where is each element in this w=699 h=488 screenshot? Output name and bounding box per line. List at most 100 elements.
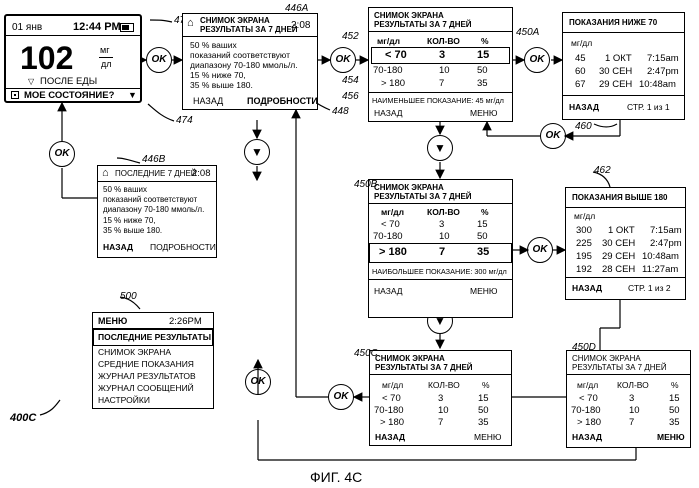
- menu-screen-500: МЕНЮ 2:26PM ПОСЛЕДНИЕ РЕЗУЛЬТАТЫ СНИМОК …: [92, 312, 214, 409]
- down-triangle-icon[interactable]: ▼: [128, 91, 137, 100]
- summary-screen-450d-frame: СНИМОК ЭКРАНА РЕЗУЛЬТАТЫ ЗА 7 ДНЕЙ мг/дл…: [566, 350, 691, 448]
- back-button[interactable]: НАЗАД: [103, 243, 133, 252]
- back-button[interactable]: НАЗАД: [375, 433, 405, 442]
- summary-subtitle: РЕЗУЛЬТАТЫ ЗА 7 ДНЕЙ: [572, 364, 667, 372]
- text-line-5: 35 % выше 180.: [103, 227, 162, 235]
- menu-title: МЕНЮ: [98, 317, 127, 326]
- down-button-2[interactable]: ▼: [427, 135, 453, 161]
- page-indicator: СТР. 1 из 1: [627, 103, 670, 112]
- menu-button[interactable]: МЕНЮ: [470, 287, 497, 296]
- down-button-1[interactable]: ▼: [244, 139, 270, 165]
- summary-title: СНИМОК ЭКРАНА: [375, 355, 445, 363]
- header-rule: [183, 36, 317, 37]
- below-70-screen: ПОКАЗАНИЯ НИЖЕ 70 мг/дл 451 ОКТ7:15am 60…: [562, 12, 685, 120]
- menu-item-settings[interactable]: НАСТРОЙКИ: [98, 396, 150, 405]
- unit-divider: [99, 57, 113, 58]
- device-time: 12:44 PM: [73, 22, 121, 33]
- menu-button[interactable]: МЕНЮ: [470, 109, 497, 118]
- back-button[interactable]: НАЗАД: [572, 433, 602, 442]
- footer-rule: [563, 95, 684, 96]
- unit-label: мг/дл: [574, 212, 595, 221]
- ok-button-8[interactable]: OK: [245, 369, 271, 395]
- page-indicator: СТР. 1 из 2: [628, 284, 671, 293]
- text-line-1: 50 % ваших: [103, 186, 147, 194]
- summary-screen-450b: СНИМОК ЭКРАНА РЕЗУЛЬТАТЫ ЗА 7 ДНЕЙ мг/дл…: [368, 179, 513, 318]
- back-button[interactable]: НАЗАД: [569, 103, 599, 112]
- figure-ref-400c: 400C: [10, 413, 36, 424]
- menu-item-messages-log[interactable]: ЖУРНАЛ СООБЩЕНИЙ: [98, 384, 194, 393]
- ref-446b: 446B: [142, 155, 165, 165]
- back-button[interactable]: НАЗАД: [374, 287, 403, 296]
- footer-rule: [566, 277, 685, 278]
- ok-button-7[interactable]: OK: [328, 384, 354, 410]
- back-button[interactable]: НАЗАД: [572, 284, 602, 293]
- text-line-1: 50 % ваших: [190, 41, 237, 50]
- header-rule: [563, 32, 684, 33]
- menu-item-averages[interactable]: СРЕДНИЕ ПОКАЗАНИЯ: [98, 360, 194, 369]
- menu-item-results-log[interactable]: ЖУРНАЛ РЕЗУЛЬТАТОВ: [98, 372, 196, 381]
- summary-screen-450c: СНИМОК ЭКРАНА РЕЗУЛЬТАТЫ ЗА 7 ДНЕЙ мг/дл…: [369, 350, 512, 446]
- snapshot-subtitle: РЕЗУЛЬТАТЫ ЗА 7 ДНЕЙ: [200, 26, 298, 34]
- details-button[interactable]: ПОДРОБНОСТИ: [247, 97, 318, 106]
- menu-item-recent-results[interactable]: ПОСЛЕДНИЕ РЕЗУЛЬТАТЫ: [98, 333, 211, 342]
- summary-screen-450a: СНИМОК ЭКРАНА РЕЗУЛЬТАТЫ ЗА 7 ДНЕЙ мг/дл…: [368, 7, 513, 122]
- unit-bottom: дл: [101, 60, 112, 69]
- ref-460: 460: [575, 122, 592, 132]
- ok-button-1[interactable]: OK: [146, 47, 172, 73]
- glucose-value: 102: [20, 42, 73, 74]
- menu-item-snapshot[interactable]: СНИМОК ЭКРАНА: [98, 348, 171, 357]
- note-rule: [369, 92, 512, 93]
- menu-button[interactable]: МЕНЮ: [474, 433, 501, 442]
- ok-button-2[interactable]: OK: [49, 141, 75, 167]
- my-state-label[interactable]: МОЕ СОСТОЯНИЕ?: [24, 91, 114, 101]
- snapshot-title: СНИМОК ЭКРАНА: [200, 17, 270, 25]
- above180-title: ПОКАЗАНИЯ ВЫШЕ 180: [572, 194, 667, 202]
- ref-474: 474: [176, 116, 193, 126]
- ok-button-5[interactable]: OK: [540, 123, 566, 149]
- header-rule: [98, 181, 216, 182]
- text-line-3: диапазону 70-180 ммоль/л.: [190, 61, 298, 70]
- text-line-2: показаний соответствуют: [190, 51, 290, 60]
- unit-top: мг: [100, 46, 109, 55]
- home-icon: ⌂: [187, 18, 194, 29]
- header-rule: [370, 374, 511, 375]
- details-button[interactable]: ПОДРОБНОСТИ: [150, 243, 216, 252]
- ref-454: 454: [342, 76, 359, 86]
- last-7-days-screen-446b: ⌂ ПОСЛЕДНИЕ 7 ДНЕЙ 2:08 50 % ваших показ…: [97, 165, 217, 258]
- figure-caption: ФИГ. 4С: [310, 470, 362, 484]
- ref-450a: 450A: [516, 28, 539, 38]
- summary-title: СНИМОК ЭКРАНА: [374, 12, 444, 20]
- note-rule: [369, 279, 512, 280]
- device-header-rule: [6, 35, 140, 36]
- ref-450d: 450D: [572, 343, 596, 353]
- above-180-screen: ПОКАЗАНИЯ ВЫШЕ 180 мг/дл 3001 ОКТ7:15am …: [565, 187, 686, 300]
- back-button[interactable]: НАЗАД: [193, 97, 223, 106]
- text-line-2: показаний соответствуют: [103, 196, 197, 204]
- unit-label: мг/дл: [571, 39, 592, 48]
- header-rule: [567, 374, 690, 375]
- header-rule: [369, 203, 512, 204]
- ok-button-6[interactable]: OK: [527, 237, 553, 263]
- device-footer-rule: [6, 88, 140, 89]
- home-icon: ⌂: [102, 168, 109, 179]
- ref-448: 448: [332, 107, 349, 117]
- ok-button-4[interactable]: OK: [524, 47, 550, 73]
- summary-subtitle: РЕЗУЛЬТАТЫ ЗА 7 ДНЕЙ: [374, 193, 472, 201]
- text-line-4: 15 % ниже 70,: [190, 71, 246, 80]
- device-home-screen: 01 янв 12:44 PM 102 мг дл ▽ ПОСЛЕ ЕДЫ МО…: [4, 14, 142, 103]
- text-line-3: диапазону 70-180 ммоль/л.: [103, 206, 204, 214]
- below70-title: ПОКАЗАНИЯ НИЖЕ 70: [569, 19, 657, 27]
- menu-button[interactable]: МЕНЮ: [657, 433, 685, 442]
- text-line-5: 35 % выше 180.: [190, 81, 253, 90]
- ref-450c: 450C: [354, 349, 378, 359]
- ok-button-3[interactable]: OK: [330, 47, 356, 73]
- square-icon[interactable]: [11, 91, 19, 99]
- ref-450b: 450B: [354, 180, 377, 190]
- after-meal-label: ПОСЛЕ ЕДЫ: [40, 77, 97, 87]
- text-line-4: 15 % ниже 70,: [103, 217, 156, 225]
- summary-title: СНИМОК ЭКРАНА: [572, 355, 641, 363]
- header-rule: [369, 31, 512, 32]
- ref-462: 462: [594, 166, 611, 176]
- back-button[interactable]: НАЗАД: [374, 109, 403, 118]
- last7-title: ПОСЛЕДНИЕ 7 ДНЕЙ: [115, 170, 197, 178]
